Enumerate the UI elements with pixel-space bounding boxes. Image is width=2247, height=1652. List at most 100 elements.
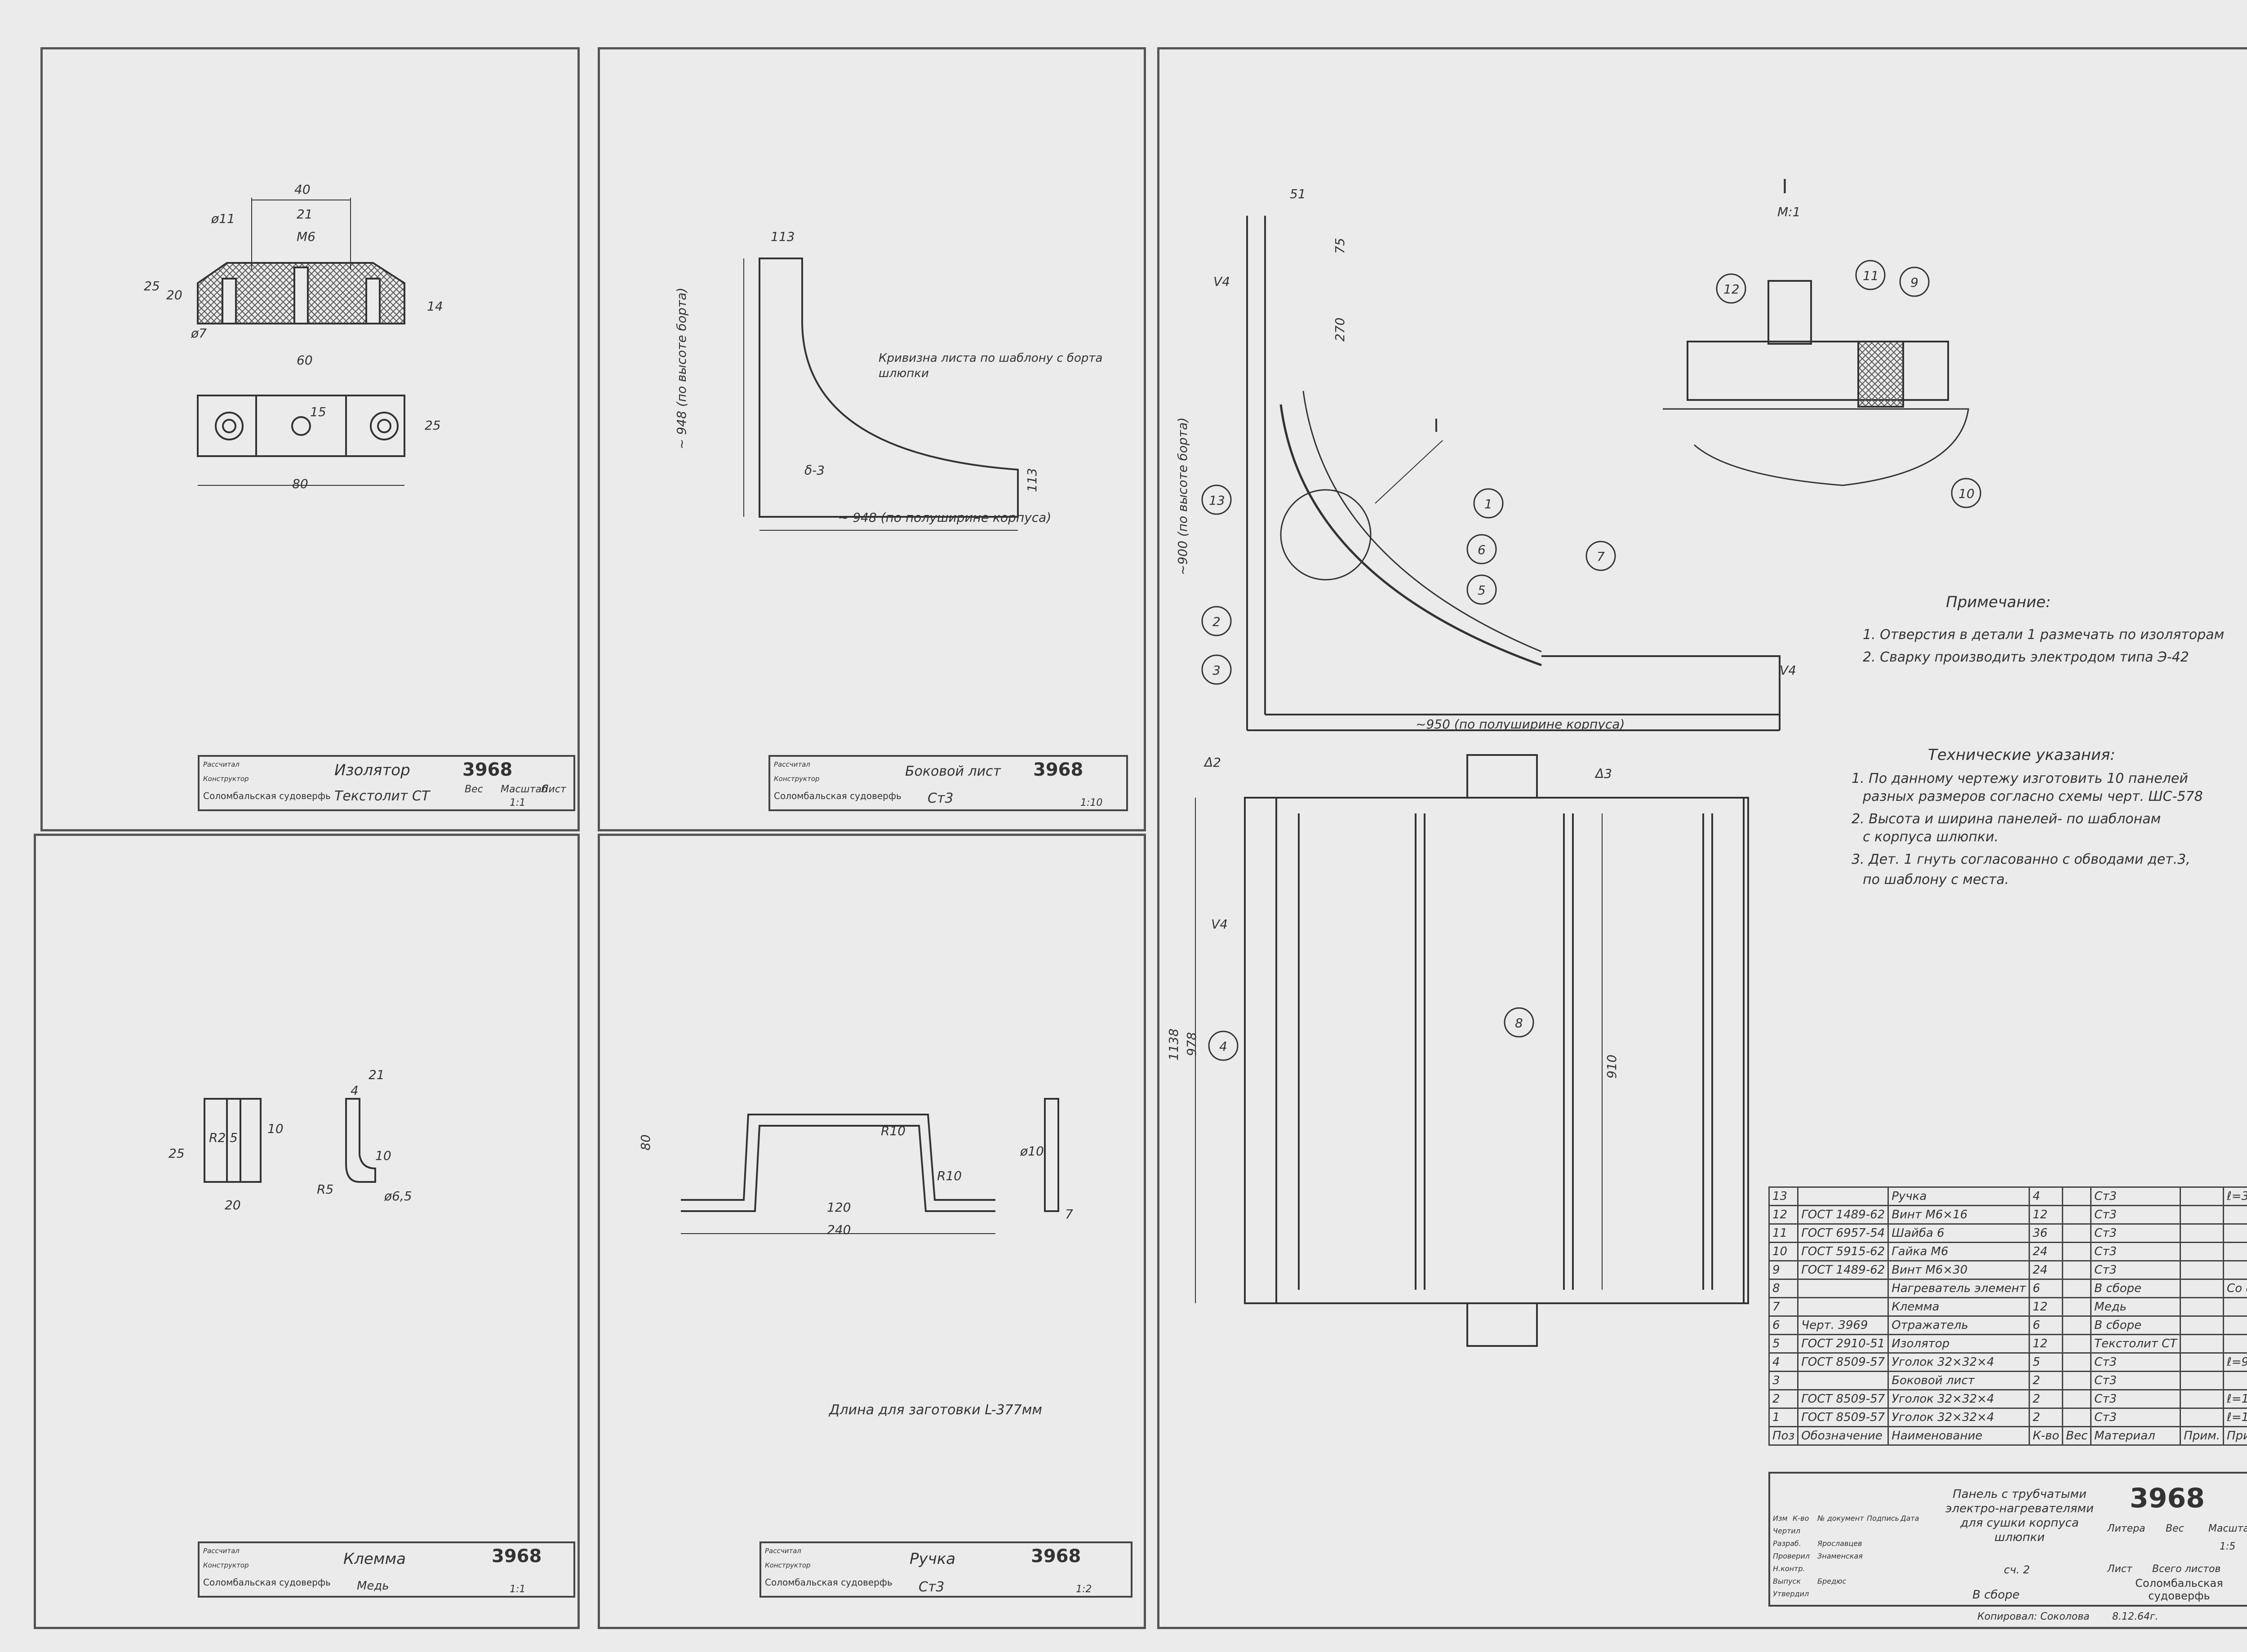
note-2: 2. Сварку производить электродом типа Э-… bbox=[1863, 649, 2189, 665]
handle-profile bbox=[681, 1098, 1059, 1234]
spec-cell: Текстолит СТ bbox=[2090, 1334, 2181, 1354]
assembly-dim-1138: 1138 bbox=[1166, 1028, 1181, 1061]
spec-cell: 5 bbox=[1768, 1334, 1799, 1354]
spec-cell bbox=[2223, 1334, 2247, 1354]
insulator-plan bbox=[197, 395, 405, 486]
insulator-dim-20: 20 bbox=[166, 288, 182, 302]
sheet-insulator bbox=[40, 47, 580, 831]
side-sheet-number: 3968 bbox=[1033, 759, 1084, 780]
insulator-number: 3968 bbox=[462, 759, 513, 780]
spec-cell bbox=[2062, 1279, 2092, 1298]
spec-cell: 24 bbox=[2029, 1260, 2064, 1280]
spec-cell: 12 bbox=[2029, 1205, 2064, 1225]
balloon-10: 10 bbox=[1958, 486, 1975, 501]
spec-cell: 3 bbox=[1768, 1371, 1799, 1390]
spec-cell: Ст3 bbox=[2090, 1223, 2181, 1243]
insulator-dim-21: 21 bbox=[297, 207, 313, 222]
sheet-side-sheet bbox=[598, 47, 1146, 831]
balloon-4: 4 bbox=[1219, 1039, 1227, 1054]
balloon-circles bbox=[1201, 260, 1981, 1061]
tb-role-vypusk: Выпуск bbox=[1773, 1577, 1801, 1585]
hd-label-konstruktor: Конструктор bbox=[765, 1561, 811, 1569]
cl-label-raschital: Рассчитал bbox=[203, 1547, 240, 1555]
spec-header-weight: Вес bbox=[2062, 1426, 2092, 1446]
insulator-header-list: Лист bbox=[541, 784, 566, 795]
ss-label-raschital: Рассчитал bbox=[774, 760, 810, 768]
spec-cell bbox=[2062, 1315, 2092, 1335]
spec-cell: Черт. 3969 bbox=[1797, 1315, 1889, 1335]
balloon-6: 6 bbox=[1478, 542, 1486, 557]
spec-cell: Медь bbox=[2090, 1297, 2181, 1317]
tb-role-utverdil: Утвердил bbox=[1773, 1590, 1809, 1598]
clamp-dim-10b: 10 bbox=[375, 1148, 391, 1163]
sheet-clamp bbox=[34, 834, 580, 1629]
handle-dim-r10-bottom: R10 bbox=[937, 1168, 962, 1183]
handle-number: 3968 bbox=[1031, 1546, 1081, 1567]
spec-cell bbox=[2062, 1260, 2092, 1280]
tb-role-date: Дата bbox=[1901, 1514, 1919, 1523]
assembly-plan-view bbox=[1195, 754, 1749, 1347]
tb-vsego: Всего листов bbox=[2152, 1563, 2221, 1575]
main-title-block: Изм К-во № документ Подпись Дата Чертил … bbox=[1768, 1472, 2247, 1607]
spec-cell bbox=[2223, 1223, 2247, 1243]
spec-cell bbox=[2180, 1297, 2225, 1317]
spec-cell: 36 bbox=[2029, 1223, 2064, 1243]
clamp-dim-20: 20 bbox=[225, 1198, 241, 1212]
spec-cell: 7 bbox=[1768, 1297, 1799, 1317]
tb-sheet-ref: сч. 2 bbox=[2004, 1563, 2030, 1576]
spec-cell bbox=[2062, 1334, 2092, 1354]
spec-cell: 2 bbox=[1768, 1389, 1799, 1409]
spec-cell bbox=[2062, 1205, 2092, 1225]
spec-cell bbox=[2062, 1352, 2092, 1372]
spec-header-row: Поз Обозначение Наименование К-во Вес Ма… bbox=[1768, 1426, 2247, 1446]
spec-header-designation: Обозначение bbox=[1797, 1426, 1889, 1446]
side-sheet-material: Ст3 bbox=[928, 790, 954, 806]
side-sheet-company: Соломбальская судоверфь bbox=[774, 790, 901, 801]
spec-cell: 12 bbox=[1768, 1205, 1799, 1225]
copied-by: Копировал: Соколова bbox=[1977, 1611, 2090, 1622]
spec-cell bbox=[2180, 1371, 2225, 1390]
spec-cell bbox=[2180, 1186, 2225, 1206]
insulator-dim-d11: ø11 bbox=[211, 211, 235, 226]
cl-label-konstruktor: Конструктор bbox=[203, 1561, 249, 1569]
insulator-dim-40: 40 bbox=[294, 182, 311, 197]
spec-cell: 12 bbox=[2029, 1334, 2064, 1354]
assembly-dim-910: 910 bbox=[1604, 1054, 1619, 1079]
spec-cell: 13 bbox=[1768, 1186, 1799, 1206]
clamp-dim-21: 21 bbox=[369, 1067, 385, 1082]
spec-header-name: Наименование bbox=[1887, 1426, 2030, 1446]
spec-cell: Ст3 bbox=[2090, 1371, 2181, 1390]
spec-cell bbox=[2062, 1371, 2092, 1390]
spec-cell: Клемма bbox=[1887, 1297, 2030, 1317]
spec-cell: Нагреватель элемент bbox=[1887, 1279, 2030, 1298]
spec-cell: 11 bbox=[1768, 1223, 1799, 1243]
side-sheet-dim-113-top: 113 bbox=[771, 229, 795, 244]
clamp-dim-25: 25 bbox=[169, 1146, 185, 1161]
callout-detail-view bbox=[1663, 280, 1969, 486]
side-sheet-profile bbox=[743, 258, 1019, 531]
spec-cell: Ручка bbox=[1887, 1186, 2030, 1206]
spec-cell bbox=[2180, 1279, 2225, 1298]
spec-cell bbox=[2223, 1315, 2247, 1335]
tb-label-raschital: Рассчитал bbox=[203, 760, 240, 768]
spec-cell: ГОСТ 2910-51 bbox=[1797, 1334, 1889, 1354]
side-sheet-dim-height: ~ 948 (по высоте борта) bbox=[674, 287, 689, 449]
tech-line-3: 2. Высота и ширина панелей- по шаблонам bbox=[1852, 811, 2161, 827]
assembly-dim-v4-right: V4 bbox=[1780, 663, 1796, 678]
spec-cell: 2 bbox=[2029, 1408, 2064, 1427]
spec-cell bbox=[2223, 1242, 2247, 1261]
side-sheet-note: Кривизна листа по шаблону с борта шлюпки bbox=[879, 351, 1103, 380]
balloon-2: 2 bbox=[1212, 614, 1221, 629]
tb-name-2: Знаменская bbox=[1817, 1552, 1863, 1560]
spec-cell: 6 bbox=[2029, 1279, 2064, 1298]
insulator-dim-m6: M6 bbox=[297, 229, 315, 244]
side-sheet-dim-113-right: 113 bbox=[1025, 468, 1039, 492]
clamp-dim-10: 10 bbox=[267, 1121, 284, 1136]
tech-title: Технические указания: bbox=[1928, 746, 2115, 764]
